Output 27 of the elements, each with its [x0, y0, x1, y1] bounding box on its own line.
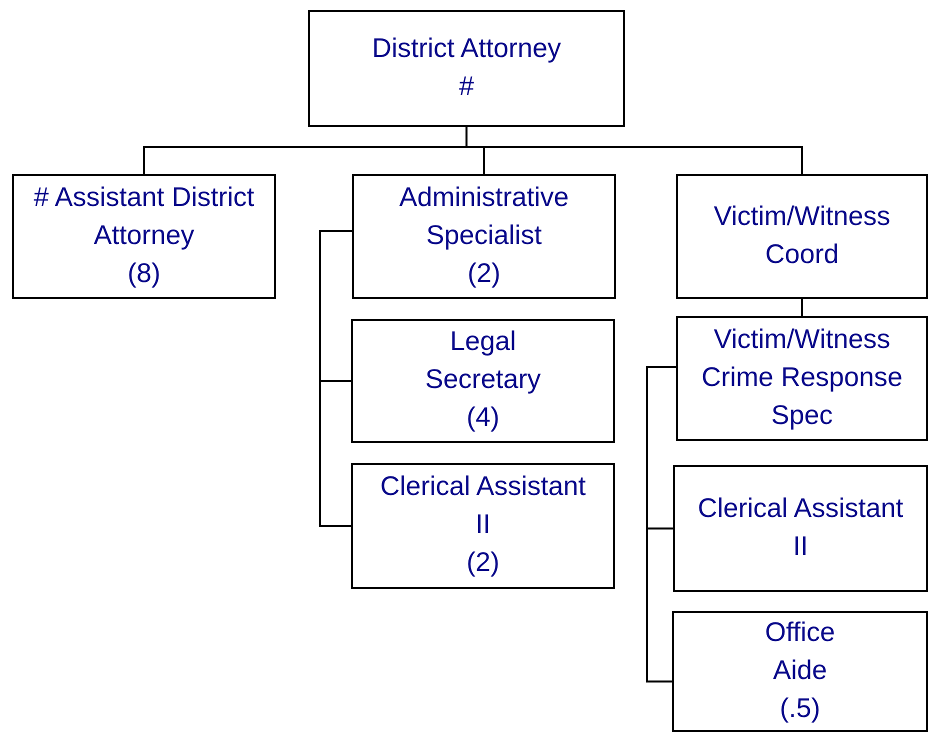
position-box	[673, 465, 928, 592]
staff-count: (2)	[466, 256, 502, 290]
position-title: Victim/Witness Crime Response Spec	[700, 322, 904, 432]
position-box	[351, 463, 615, 589]
position-title: District Attorney #	[372, 32, 562, 102]
staff-count: (.5)	[778, 692, 822, 725]
position-title: Administrative Specialist	[398, 180, 570, 252]
connector-line	[319, 230, 352, 527]
connector-line	[466, 127, 803, 174]
position-title: Clerical Assistant II	[379, 470, 587, 541]
position-box	[672, 611, 928, 732]
position-title: Office Aide	[764, 616, 836, 686]
position-box	[676, 174, 928, 299]
position-box	[12, 174, 276, 299]
connector-line	[801, 299, 803, 316]
connector-line	[646, 366, 676, 682]
position-title: # Assistant District Attorney	[32, 180, 256, 252]
staff-count: (4)	[466, 401, 500, 434]
position-box	[308, 10, 625, 127]
staff-count: (8)	[126, 256, 162, 290]
position-title: Legal Secretary	[424, 325, 542, 396]
position-title: Victim/Witness Coord	[712, 200, 892, 270]
position-box	[351, 319, 615, 443]
staff-count: (2)	[466, 546, 500, 579]
position-title: Clerical Assistant II	[696, 492, 904, 562]
position-box	[676, 316, 928, 441]
position-box	[352, 174, 616, 299]
